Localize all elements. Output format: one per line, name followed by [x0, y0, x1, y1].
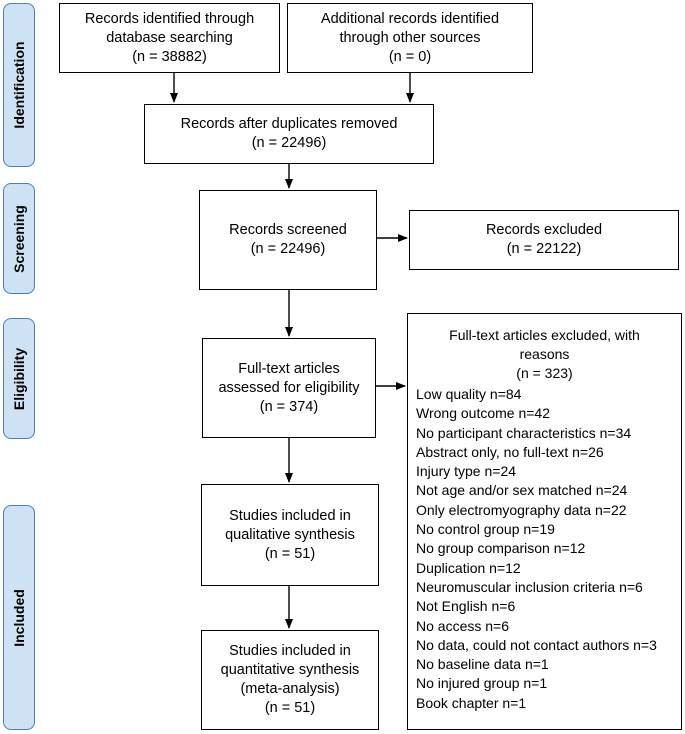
box-text: database searching — [106, 29, 233, 46]
box-text: Records screened — [229, 222, 347, 238]
box-text: qualitative synthesis — [225, 526, 355, 543]
box-text: Records excluded — [485, 222, 603, 238]
box-count: (n = 22496) — [250, 241, 326, 257]
box-duplicates-removed: Records after duplicates removed (n = 22… — [144, 104, 434, 164]
exclusion-reason: No data, could not contact authors n=3 — [416, 636, 657, 653]
box-count: (n = 51) — [264, 700, 316, 716]
phase-included: Included — [3, 505, 35, 730]
box-text: assessed for eligibility — [218, 379, 360, 396]
exclusion-reason: Duplication n=12 — [416, 559, 521, 576]
exclusion-reason: Not English n=6 — [416, 598, 516, 615]
exclusion-reasons-list: Low quality n=84 Wrong outcome n=42 No p… — [408, 385, 681, 713]
phase-screening: Screening — [3, 183, 35, 294]
box-count: (n = 38882) — [132, 48, 207, 65]
box-text: through other sources — [339, 29, 481, 46]
box-count: (n = 374) — [259, 398, 319, 415]
exclusion-reason: Book chapter n=1 — [416, 694, 527, 711]
phase-eligibility: Eligibility — [3, 318, 35, 439]
box-count: (n = 0) — [388, 48, 432, 65]
box-text: Records after duplicates removed — [180, 116, 398, 132]
exclusion-reason: No injured group n=1 — [416, 675, 548, 692]
box-count: (n = 22496) — [251, 135, 327, 151]
exclusion-reason: Only electromyography data n=22 — [416, 501, 627, 518]
box-count: (n = 22122) — [506, 241, 582, 257]
exclusion-reason: No baseline data n=1 — [416, 656, 549, 673]
box-records-excluded: Records excluded (n = 22122) — [409, 210, 679, 270]
box-text: (meta-analysis) — [240, 681, 340, 697]
box-text: Studies included in — [229, 507, 351, 524]
exclusion-reason: Neuromuscular inclusion criteria n=6 — [416, 578, 643, 595]
box-text: quantitative synthesis — [220, 662, 360, 678]
box-text: Full-text articles — [238, 360, 340, 377]
exclusion-reason: Injury type n=24 — [416, 463, 517, 480]
exclusion-reason: No group comparison n=12 — [416, 540, 586, 557]
exclusion-reason: Wrong outcome n=42 — [416, 405, 550, 422]
exclusion-reason: Low quality n=84 — [416, 386, 522, 402]
fulltext-excluded-header: Full-text articles excluded, with reason… — [408, 326, 681, 383]
box-database-search: Records identified through database sear… — [59, 3, 280, 73]
box-other-sources: Additional records identified through ot… — [287, 3, 533, 73]
box-quantitative-synthesis: Studies included in quantitative synthes… — [201, 630, 379, 730]
box-text: Additional records identified — [320, 10, 500, 27]
box-qualitative-synthesis: Studies included in qualitative synthesi… — [201, 484, 379, 586]
header-text: reasons — [519, 346, 570, 362]
box-fulltext-excluded: Full-text articles excluded, with reason… — [407, 313, 682, 730]
header-text: Full-text articles excluded, with — [449, 327, 640, 343]
exclusion-reason: Not age and/or sex matched n=24 — [416, 482, 628, 499]
box-text: Records identified through — [84, 10, 255, 27]
box-fulltext-assessed: Full-text articles assessed for eligibil… — [202, 338, 376, 438]
box-records-screened: Records screened (n = 22496) — [199, 190, 377, 290]
box-count: (n = 51) — [264, 545, 316, 562]
exclusion-reason: No access n=6 — [416, 617, 509, 634]
exclusion-reason: Abstract only, no full-text n=26 — [416, 443, 604, 460]
exclusion-reason: No participant characteristics n=34 — [416, 424, 632, 441]
header-count: (n = 323) — [516, 365, 573, 381]
phase-identification: Identification — [3, 3, 35, 167]
exclusion-reason: No control group n=19 — [416, 521, 555, 538]
box-text: Studies included in — [229, 643, 351, 659]
